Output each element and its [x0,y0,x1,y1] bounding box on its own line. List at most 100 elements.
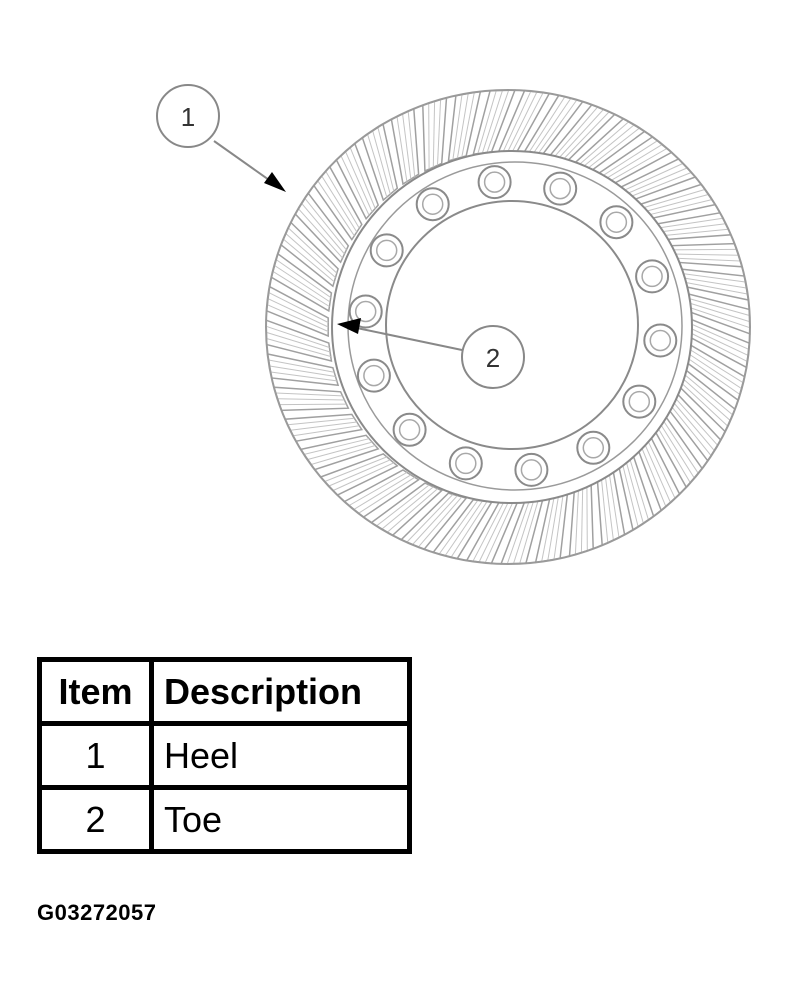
gear-tooth-hatch [376,484,430,527]
gear-tooth-hatch [628,456,649,520]
gear-tooth-hatch [685,297,750,316]
gear-tooth-hatch [547,495,560,561]
gear-tooth-hatch [437,99,442,166]
bolt-hole-inner [520,459,543,481]
description-column-header: Description [149,657,412,726]
gear-tooth-hatch [680,376,731,421]
bolt-hole [415,187,450,222]
gear-tooth-hatch [412,495,458,545]
gear-tooth-hatch [452,94,463,160]
gear-tooth-hatch [274,265,331,303]
gear-tooth-hatch [608,148,668,183]
bolt-hole-inner [421,193,444,215]
bolt-hole [635,259,670,294]
gear-tooth-hatch [345,151,373,213]
gear-tooth-hatch [450,501,488,558]
gear-tooth-hatch [317,180,355,237]
gear-tooth-hatch [528,96,566,153]
gear-tooth-hatch [686,347,744,384]
gear-tooth-hatch [629,172,692,198]
callout-2-leader [351,326,463,351]
gear-tooth-hatch [646,438,676,499]
gear-tooth-hatch [553,106,598,158]
gear-tooth-hatch [418,496,463,548]
gear-tooth-hatch [553,494,564,560]
callout-1: 1 [156,84,286,192]
gear-tooth-hatch [659,223,726,233]
gear-tooth-hatch [640,189,705,209]
gear-tooth-hatch [625,167,688,195]
table-row: 2 Toe [37,785,412,854]
gear-tooth-hatch [396,116,408,182]
gear-tooth-hatch [407,111,416,177]
gear-tooth-hatch [481,90,503,154]
bolt-hole [643,323,678,358]
callout-1-arrowhead [264,172,286,192]
bolt-hole-inner [605,211,628,233]
gear-tooth-hatch [558,109,604,159]
gear-tooth-hatch [304,438,370,455]
gear-tooth-hatch [502,91,532,152]
gear-tooth-hatch [562,111,610,160]
callout-2-number: 2 [486,343,500,373]
gear-tooth-hatch [512,92,544,152]
gear-tooth-hatch [367,134,388,198]
bolt-hole-inner [628,390,651,413]
gear-tooth-hatch [332,462,395,491]
gear-tooth-hatch [519,500,539,564]
gear-tooth-hatch [533,98,572,154]
figure-id: G03272057 [37,900,157,925]
gear-tooth-hatch [656,217,723,229]
ring-gear-diagram: 1 2 [156,84,751,565]
gear-tooth-hatch [325,171,360,229]
gear-tooth-hatch [266,325,330,348]
gear-tooth-hatch [685,356,741,395]
gear-tooth-hatch [348,471,408,506]
gear-tooth-hatch [678,380,728,427]
gear-outer-rim [265,89,751,565]
gear-tooth-hatch [438,500,479,555]
item-description: Heel [149,721,412,790]
gear-tooth-hatch [267,304,329,332]
ring-gear [265,89,751,565]
gear-tooth-hatch [604,144,663,180]
gear-tooth-hatch [270,371,337,382]
gear-tooth-hatch [507,91,538,152]
gear-tooth-hatch [444,500,483,556]
gear-tooth-hatch [353,474,412,510]
gear-tooth-hatch [307,441,373,460]
gear-tooth-hatch [685,351,742,389]
gear-tooth-hatch [671,399,715,451]
gear-tooth-hatch [377,127,395,192]
bolt-hole-inner [549,177,571,200]
gear-tooth-hatch [402,113,412,180]
gear-tooth-hatch [640,445,667,507]
gear-tooth-hatch [671,253,739,256]
gear-tooth-hatch [541,496,555,562]
gear-tooth-hatch [478,502,509,563]
bolt-hole [599,205,634,240]
gear-tooth-hatch [486,90,510,153]
bolt-hole-inner [641,265,663,288]
gear-tooth-hatch [290,421,357,431]
gear-tooth-hatch [687,322,749,350]
gear-tooth-hatch [283,238,335,283]
gear-tooth-hatch [646,199,712,216]
item-number: 1 [37,721,154,790]
gear-tooth-hatch [277,398,345,401]
item-number: 2 [37,785,154,854]
gear-tooth-hatch [580,486,584,553]
gear-tooth-hatch [381,486,434,530]
gear-tooth-hatch [506,501,530,564]
gear-tooth-hatch [661,417,699,474]
gear-tooth-hatch [293,425,360,437]
gear-tooth-hatch [304,198,347,251]
gear-tooth-hatch [372,130,391,195]
gear-tooth-hatch [340,155,370,216]
callout-2: 2 [337,318,525,389]
gear-tooth-hatch [279,403,347,406]
gear-tooth-hatch [287,417,355,426]
gear-tooth-hatch [275,259,331,298]
gear-tooth-hatch [513,500,535,564]
bolt-hole [622,384,657,419]
